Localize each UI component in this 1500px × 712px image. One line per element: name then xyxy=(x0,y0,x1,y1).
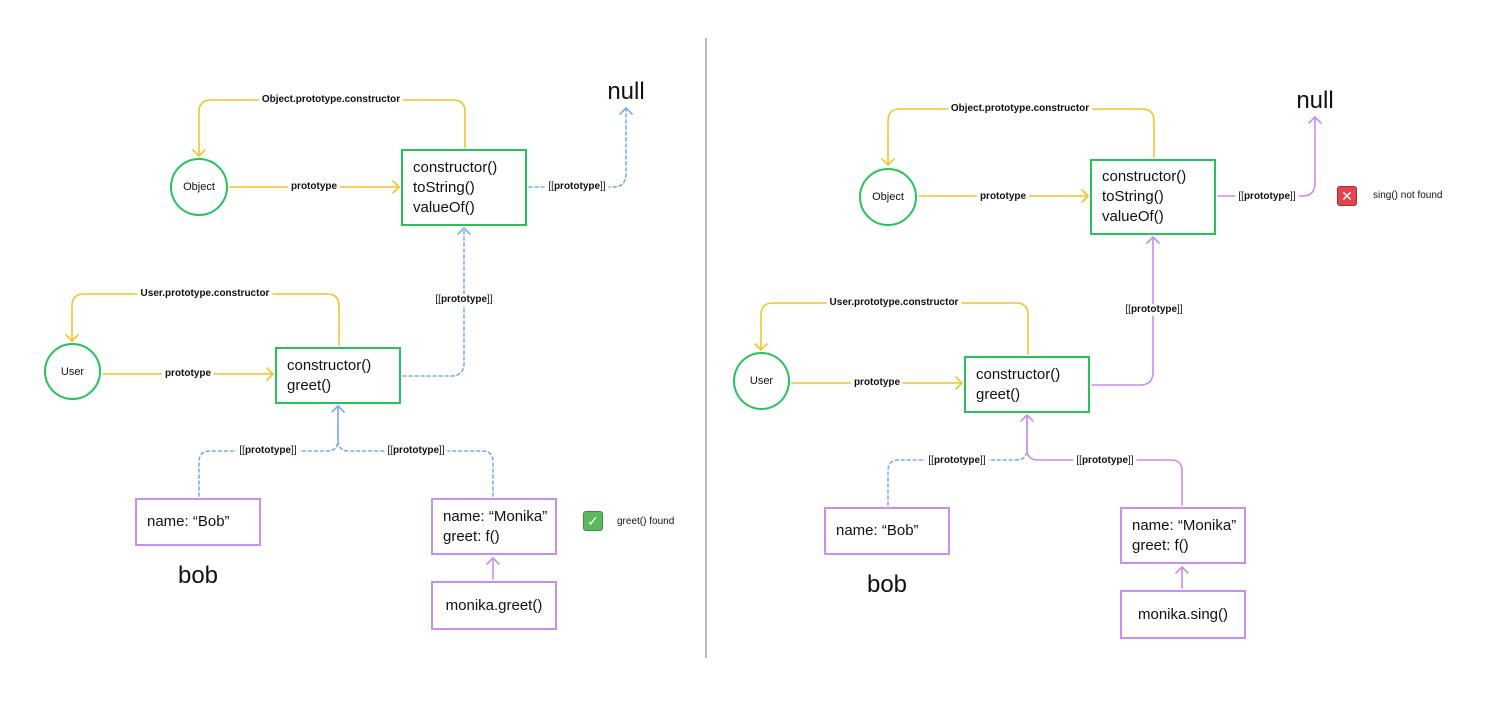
object-constructor-connector xyxy=(887,108,1155,166)
method-constructor: constructor() xyxy=(287,356,372,374)
user-prototype-box: constructor() greet() xyxy=(275,347,401,404)
method-call-box: monika.greet() xyxy=(431,581,557,630)
method-greet: greet() xyxy=(976,385,1021,403)
monika-to-user-connector xyxy=(337,405,494,497)
object-prototype-label: prototype xyxy=(976,191,1030,203)
method-constructor: constructor() xyxy=(1102,168,1187,185)
arrow-head xyxy=(392,180,400,194)
method-greet: greet() xyxy=(287,376,332,394)
cross-mark-icon: ✕ xyxy=(1337,186,1357,206)
object-constructor-connector xyxy=(198,99,466,157)
user-to-object-connector xyxy=(1091,236,1154,386)
method-constructor: constructor() xyxy=(976,365,1061,383)
method-call-box: monika.sing() xyxy=(1120,590,1246,639)
arrow-head xyxy=(1081,189,1089,203)
user-constructor-node: User xyxy=(733,352,790,410)
arrow-head xyxy=(619,107,633,115)
monika-proto-link-label: [[prototype]] xyxy=(1073,455,1137,467)
arrow-head xyxy=(1146,236,1160,244)
object-prototype-box: constructor() toString() valueOf() xyxy=(1090,159,1216,235)
lookup-status-text: greet() found xyxy=(617,516,675,527)
object-prototype-box: constructor() toString() valueOf() xyxy=(401,149,527,226)
arrow-head xyxy=(65,334,79,342)
arrow-head xyxy=(266,367,274,381)
arrow-head xyxy=(192,149,206,157)
user-to-object-connector xyxy=(402,227,465,377)
bob-label: bob xyxy=(177,562,219,589)
user-proto-link-label: [[prototype]] xyxy=(1122,304,1186,316)
object-constructor-node: Object xyxy=(859,168,917,226)
monika-object-box: name: “Monika” greet: f() xyxy=(431,498,557,555)
method-valueof: valueOf() xyxy=(413,198,475,216)
arrow-head xyxy=(955,376,963,390)
arrow-head xyxy=(331,405,345,413)
user-prototype-constructor-label: User.prototype.constructor xyxy=(826,297,962,309)
method-tostring: toString() xyxy=(413,178,475,196)
object-prototype-constructor-label: Object.prototype.constructor xyxy=(947,103,1093,115)
user-prototype-label: prototype xyxy=(850,377,904,389)
bob-proto-link-label: [[prototype]] xyxy=(925,455,989,467)
arrow-head xyxy=(881,158,895,166)
monika-name-property: name: “Monika” xyxy=(443,507,548,525)
user-proto-link-label: [[prototype]] xyxy=(432,294,496,306)
arrow-head xyxy=(1175,566,1189,574)
user-constructor-node: User xyxy=(44,343,101,400)
method-call-text: monika.sing() xyxy=(1137,605,1229,623)
bob-object-box: name: “Bob” xyxy=(824,507,950,555)
user-prototype-box: constructor() greet() xyxy=(964,356,1090,413)
arrow-head xyxy=(1308,116,1322,124)
panel-divider xyxy=(705,38,707,658)
monika-object-box: name: “Monika” greet: f() xyxy=(1120,507,1246,564)
null-label: null xyxy=(607,78,645,105)
monika-greet-property: greet: f() xyxy=(443,527,500,545)
method-constructor: constructor() xyxy=(413,158,498,176)
user-prototype-label: prototype xyxy=(161,368,215,380)
arrow-head xyxy=(1020,414,1034,422)
arrow-head xyxy=(457,227,471,235)
monika-greet-property: greet: f() xyxy=(1132,536,1189,554)
bob-proto-link-label: [[prototype]] xyxy=(236,445,300,457)
object-proto-link-label: [[prototype]] xyxy=(545,181,609,193)
monika-proto-link-label: [[prototype]] xyxy=(384,445,448,457)
bob-object-box: name: “Bob” xyxy=(135,498,261,546)
bob-name-property: name: “Bob” xyxy=(147,513,230,530)
monika-name-property: name: “Monika” xyxy=(1132,516,1237,534)
arrow-head xyxy=(754,343,768,351)
arrow-head xyxy=(486,557,500,565)
bob-name-property: name: “Bob” xyxy=(836,522,919,539)
null-label: null xyxy=(1296,87,1334,114)
user-constructor-connector xyxy=(760,302,1029,355)
object-prototype-label: prototype xyxy=(287,181,341,193)
user-prototype-constructor-label: User.prototype.constructor xyxy=(137,288,273,300)
method-valueof: valueOf() xyxy=(1102,208,1164,225)
bob-label: bob xyxy=(866,571,908,598)
method-tostring: toString() xyxy=(1102,188,1164,205)
object-prototype-constructor-label: Object.prototype.constructor xyxy=(258,94,404,106)
object-proto-link-label: [[prototype]] xyxy=(1235,191,1299,203)
object-constructor-node: Object xyxy=(170,158,228,216)
user-constructor-connector xyxy=(71,293,340,346)
object-to-null-connector xyxy=(1217,116,1316,197)
method-call-text: monika.greet() xyxy=(445,596,543,614)
check-mark-icon: ✓ xyxy=(583,511,603,531)
lookup-status-text: sing() not found xyxy=(1373,190,1443,201)
object-to-null-connector xyxy=(528,107,627,188)
